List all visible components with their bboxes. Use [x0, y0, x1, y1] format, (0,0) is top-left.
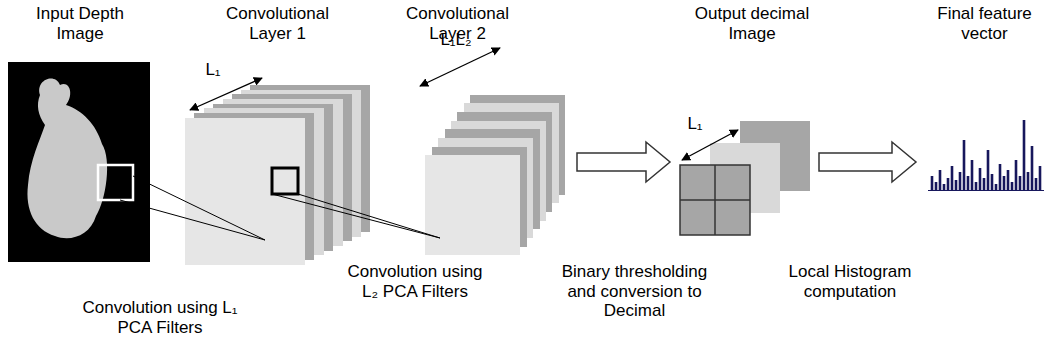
stage-group: Convolutional Layer 2 — [400, 4, 575, 264]
depth-arrow — [420, 48, 500, 86]
layer2-stack — [425, 95, 565, 255]
stage-heading: Output decimal Image — [692, 4, 812, 43]
zoom-line — [120, 200, 265, 240]
zoom-line — [272, 194, 440, 238]
step-caption: Convolution using L₁ PCA Filters — [70, 298, 250, 337]
output-stack — [680, 121, 810, 235]
histogram — [928, 120, 1044, 191]
block-arrow — [819, 142, 916, 182]
depth-arrow — [190, 78, 262, 110]
zoom-line — [133, 176, 265, 240]
depth-arrow — [682, 130, 738, 160]
depth-image — [8, 62, 150, 262]
depth-silhouette — [27, 78, 107, 238]
patch-marker — [98, 165, 133, 200]
zoom-line — [298, 194, 440, 238]
dimension-label: L₁L₂ — [428, 30, 484, 50]
block-arrow — [577, 142, 670, 182]
stage-group: Final feature vector — [918, 4, 1044, 204]
dimension-label: L₁ — [680, 114, 710, 134]
step-caption: Binary thresholding and conversion to De… — [552, 262, 717, 321]
step-caption: Local Histogram computation — [780, 262, 920, 301]
stage-heading: Final feature vector — [925, 4, 1044, 43]
patch-marker — [272, 168, 298, 194]
stage-group: Convolutional Layer 1 — [180, 4, 375, 269]
stage-heading: Convolutional Layer 1 — [215, 4, 340, 43]
step-caption: Convolution using L₂ PCA Filters — [340, 262, 490, 301]
stage-heading: Input Depth Image — [25, 4, 135, 43]
dimension-label: L₁ — [198, 60, 228, 80]
layer1-stack — [185, 85, 370, 265]
stage-group: Input Depth Image — [5, 4, 155, 269]
